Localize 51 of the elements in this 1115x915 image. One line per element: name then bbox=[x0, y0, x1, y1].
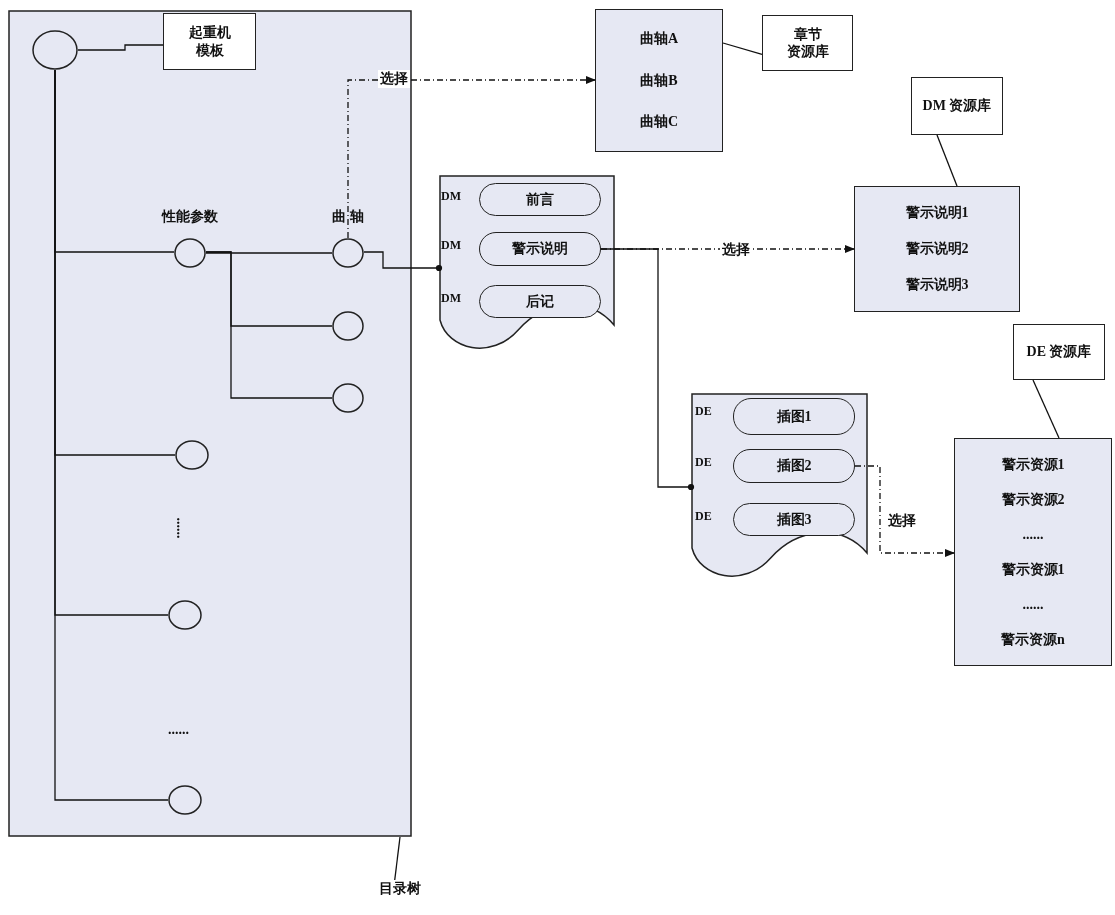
arrow bbox=[347, 75, 597, 239]
ellipsis-label: ...... bbox=[172, 517, 189, 539]
list-box bbox=[595, 9, 723, 152]
connector-line bbox=[77, 44, 164, 51]
edge-label: 选择 bbox=[720, 241, 752, 259]
connector-line bbox=[205, 251, 333, 399]
connector-line bbox=[722, 42, 763, 56]
tag-label: DE bbox=[695, 509, 712, 524]
pill-box: 插图2 bbox=[733, 449, 855, 483]
list-item: 警示说明3 bbox=[905, 276, 969, 294]
text-box: 起重机模板 bbox=[163, 13, 256, 70]
connector-line bbox=[205, 252, 333, 254]
list-item: 警示资源n bbox=[1001, 630, 1065, 649]
tag-label: DE bbox=[695, 455, 712, 470]
list-item: 曲轴B bbox=[640, 71, 678, 90]
arrow bbox=[854, 465, 956, 558]
pill-box: 警示说明 bbox=[479, 232, 601, 266]
list-box bbox=[954, 438, 1112, 666]
list-item: 曲轴A bbox=[639, 30, 679, 48]
edge-label: 选择 bbox=[886, 512, 918, 530]
node-label: 曲 轴 bbox=[331, 208, 365, 226]
text-box: DM 资源库 bbox=[911, 77, 1003, 135]
pill-box: 后记 bbox=[479, 285, 601, 318]
tag-label: DM bbox=[441, 291, 461, 306]
tag-label: DM bbox=[441, 189, 461, 204]
ellipsis-label: ...... bbox=[168, 722, 189, 738]
caption-text: 目录树 bbox=[368, 880, 432, 906]
list-item: 警示资源2 bbox=[1001, 490, 1065, 509]
list-item: ...... bbox=[1022, 595, 1044, 614]
connector-line bbox=[54, 69, 169, 801]
connector-line bbox=[363, 251, 443, 272]
edge-label: 选择 bbox=[378, 70, 410, 88]
pill-box: 插图3 bbox=[733, 503, 855, 536]
list-item: 警示说明1 bbox=[905, 204, 969, 222]
text-box: 章节资源库 bbox=[762, 15, 853, 71]
list-item: 警示资源1 bbox=[1001, 455, 1065, 474]
list-item: 曲轴C bbox=[639, 113, 679, 131]
pill-box: 前言 bbox=[479, 183, 601, 216]
node-label: 性能参数 bbox=[160, 208, 219, 226]
list-item: 警示说明2 bbox=[905, 240, 969, 258]
leader-line bbox=[394, 836, 401, 881]
connector-line bbox=[936, 134, 958, 187]
list-box bbox=[854, 186, 1020, 312]
text-box: DE 资源库 bbox=[1013, 324, 1105, 380]
connector-line bbox=[1032, 379, 1060, 439]
list-item: ...... bbox=[1022, 525, 1044, 544]
tag-label: DE bbox=[695, 404, 712, 419]
list-item: 警示资源1 bbox=[1001, 560, 1065, 579]
connector-line bbox=[600, 248, 695, 491]
tag-label: DM bbox=[441, 238, 461, 253]
pill-box: 插图1 bbox=[733, 398, 855, 435]
